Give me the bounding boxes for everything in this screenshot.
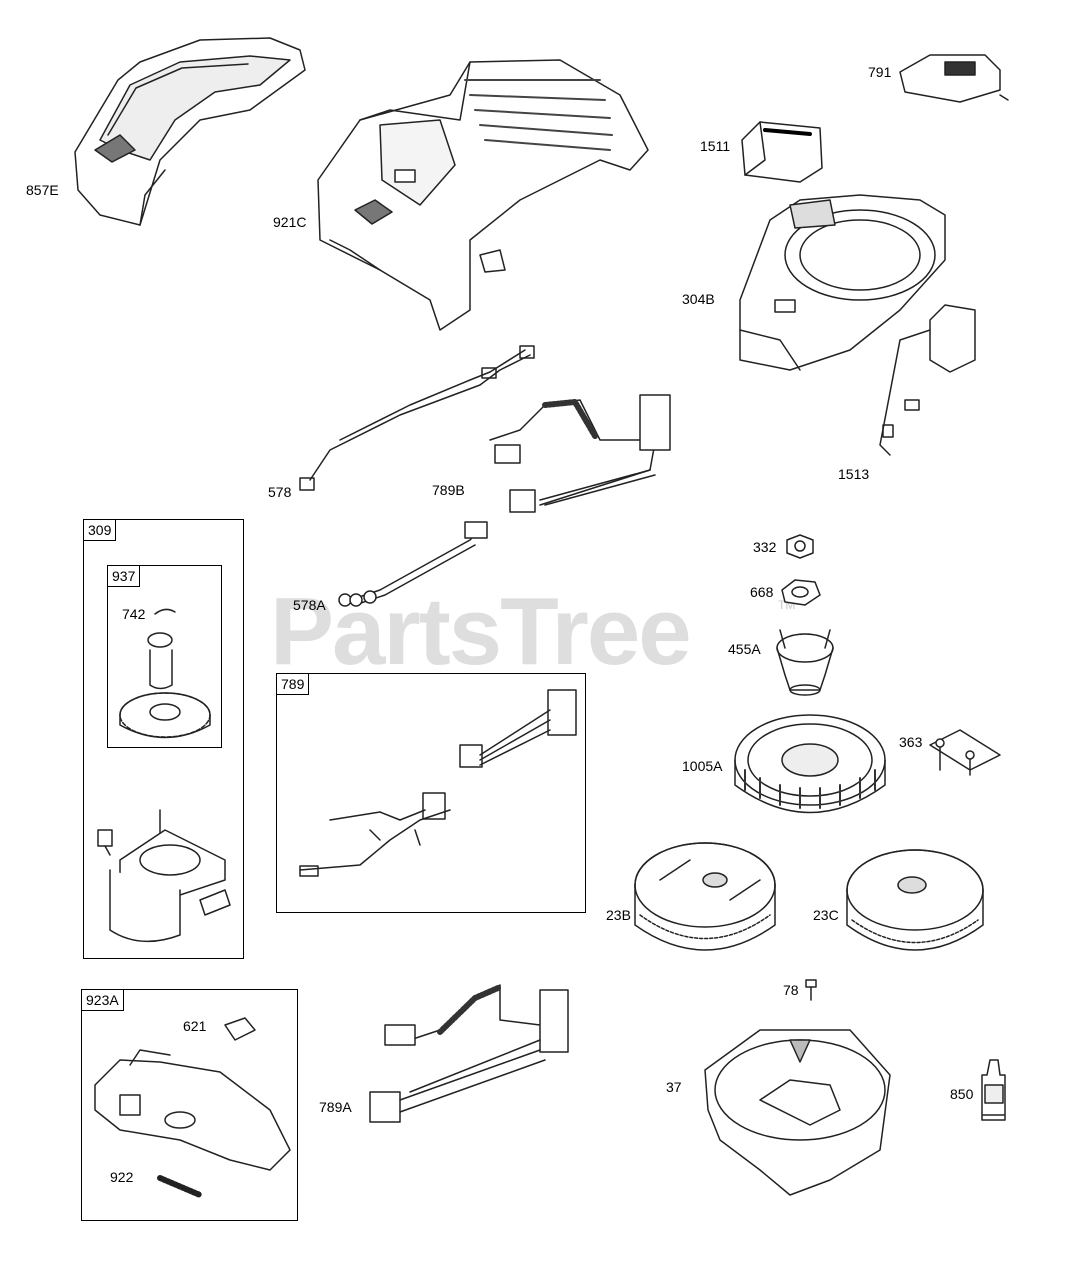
callout-921C: 921C bbox=[273, 214, 307, 230]
starter-motor-drawing bbox=[97, 809, 231, 943]
callout-791: 791 bbox=[868, 64, 892, 80]
callout-304B: 304B bbox=[682, 291, 715, 307]
group-937-label: 937 bbox=[107, 565, 141, 587]
callout-789A: 789A bbox=[319, 1099, 352, 1115]
group-923A-box: 923A bbox=[81, 989, 298, 1221]
group-937-box: 937 bbox=[107, 565, 222, 748]
callout-857E: 857E bbox=[26, 182, 59, 198]
callout-23B: 23B bbox=[606, 907, 631, 923]
group-789-label: 789 bbox=[276, 673, 310, 695]
part-850-drawing bbox=[981, 1059, 1006, 1121]
group-309-label: 309 bbox=[83, 519, 117, 541]
part-578A-drawing bbox=[338, 521, 488, 607]
group-309-box: 309 bbox=[83, 519, 244, 959]
part-1513-drawing bbox=[879, 304, 976, 456]
part-23C-drawing bbox=[846, 849, 984, 951]
group-789-box: 789 bbox=[276, 673, 586, 913]
callout-332: 332 bbox=[753, 539, 777, 555]
callout-742: 742 bbox=[122, 606, 146, 622]
callout-578A: 578A bbox=[293, 597, 326, 613]
part-937-gear-drawing bbox=[119, 632, 211, 739]
part-921C-drawing bbox=[317, 59, 649, 331]
callout-578: 578 bbox=[268, 484, 292, 500]
part-1511-drawing bbox=[741, 121, 823, 183]
callout-1513: 1513 bbox=[838, 466, 870, 482]
part-668-drawing bbox=[781, 579, 821, 606]
part-742-drawing bbox=[154, 608, 176, 615]
part-857E-drawing bbox=[74, 37, 306, 226]
part-1005A-drawing bbox=[734, 714, 886, 814]
part-304B-drawing bbox=[739, 194, 946, 371]
callout-455A: 455A bbox=[728, 641, 761, 657]
part-363-drawing bbox=[929, 729, 1001, 776]
callout-922: 922 bbox=[110, 1169, 134, 1185]
part-791-drawing bbox=[899, 54, 1009, 103]
part-923A-bracket-drawing bbox=[94, 1049, 291, 1171]
part-578-drawing bbox=[299, 345, 535, 491]
part-789-harness-drawing bbox=[299, 689, 577, 877]
callout-23C: 23C bbox=[813, 907, 839, 923]
callout-1511: 1511 bbox=[700, 138, 731, 154]
group-923A-label: 923A bbox=[81, 989, 124, 1011]
part-23B-drawing bbox=[634, 842, 776, 951]
callout-668: 668 bbox=[750, 584, 774, 600]
callout-37: 37 bbox=[666, 1079, 682, 1095]
part-78-drawing bbox=[805, 979, 817, 1001]
part-621-drawing bbox=[224, 1017, 256, 1041]
part-455A-drawing bbox=[776, 629, 834, 696]
callout-621: 621 bbox=[183, 1018, 207, 1034]
part-789A-drawing bbox=[369, 984, 569, 1123]
callout-363: 363 bbox=[899, 734, 923, 750]
part-789B-drawing bbox=[489, 394, 671, 513]
callout-789B: 789B bbox=[432, 482, 465, 498]
part-37-drawing bbox=[704, 1029, 891, 1196]
callout-850: 850 bbox=[950, 1086, 974, 1102]
part-332-drawing bbox=[786, 534, 814, 559]
callout-1005A: 1005A bbox=[682, 758, 723, 774]
part-922-drawing bbox=[157, 1175, 203, 1198]
callout-78: 78 bbox=[783, 982, 799, 998]
